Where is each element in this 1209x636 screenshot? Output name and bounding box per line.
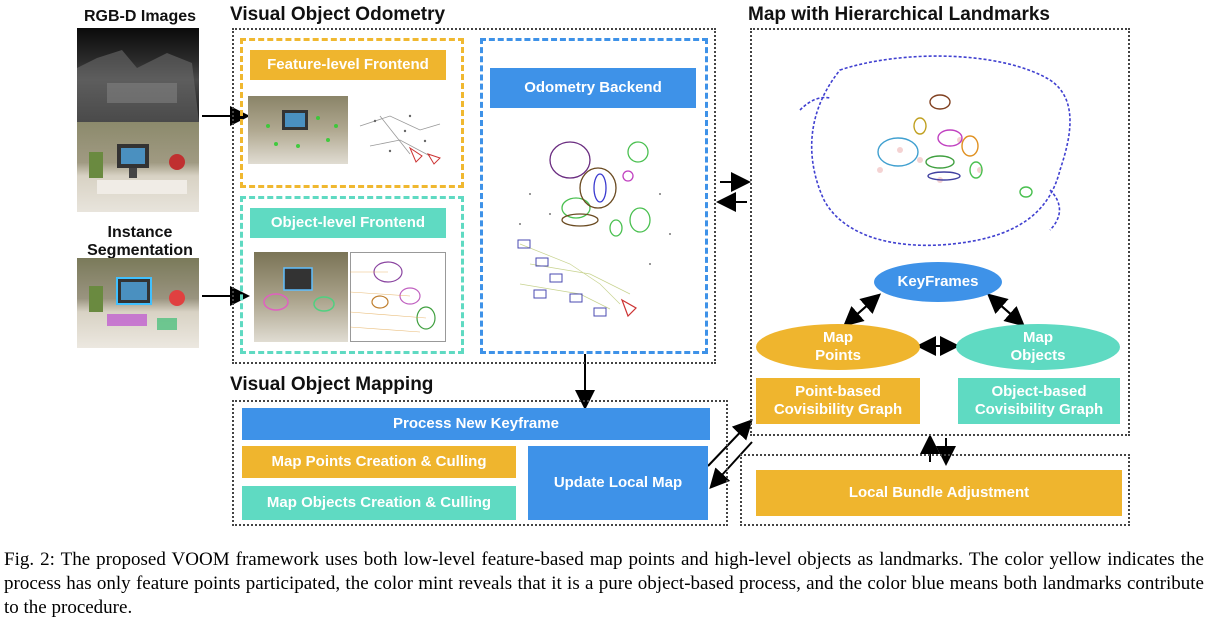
map-pointcloud-sketch <box>799 55 1071 247</box>
mapping-container <box>232 400 728 526</box>
object-ellipsoids-sketch <box>350 252 446 342</box>
update-local-map: Update Local Map <box>528 446 708 520</box>
process-new-keyframe: Process New Keyframe <box>242 408 710 440</box>
feature-points-sketch <box>359 114 441 165</box>
odometry-heading: Visual Object Odometry <box>230 4 446 25</box>
map-points-creation: Map Points Creation & Culling <box>242 446 516 478</box>
backend-graph-sketch <box>517 141 671 318</box>
odometry-container <box>232 28 716 364</box>
instance-segmentation-label: Instance Segmentation <box>87 224 193 259</box>
feature-frontend-image <box>248 96 348 164</box>
feature-frontend-box <box>240 38 464 188</box>
map-objects-node: Map Objects <box>956 324 1120 370</box>
rgb-image <box>77 122 199 212</box>
rgbd-images-label: RGB-D Images <box>83 8 197 25</box>
object-frontend-image <box>254 252 348 342</box>
map-objects-creation: Map Objects Creation & Culling <box>242 486 516 520</box>
map-container <box>750 28 1130 436</box>
feature-frontend-label: Feature-level Frontend <box>250 50 446 80</box>
keyframes-node: KeyFrames <box>874 262 1002 302</box>
object-covisibility-graph: Object-based Covisibility Graph <box>958 378 1120 424</box>
odometry-backend-label: Odometry Backend <box>490 68 696 108</box>
segmentation-image <box>77 258 199 348</box>
local-bundle-adjustment: Local Bundle Adjustment <box>756 470 1122 516</box>
object-frontend-box <box>240 196 464 354</box>
mapping-heading: Visual Object Mapping <box>230 374 434 395</box>
object-frontend-label: Object-level Frontend <box>250 208 446 238</box>
odometry-backend-box <box>480 38 708 354</box>
map-heading: Map with Hierarchical Landmarks <box>748 4 1050 25</box>
point-covisibility-graph: Point-based Covisibility Graph <box>756 378 920 424</box>
figure-caption: Fig. 2: The proposed VOOM framework uses… <box>4 549 1204 618</box>
local-ba-container <box>740 454 1130 526</box>
map-points-node: Map Points <box>756 324 920 370</box>
depth-image <box>77 28 199 122</box>
